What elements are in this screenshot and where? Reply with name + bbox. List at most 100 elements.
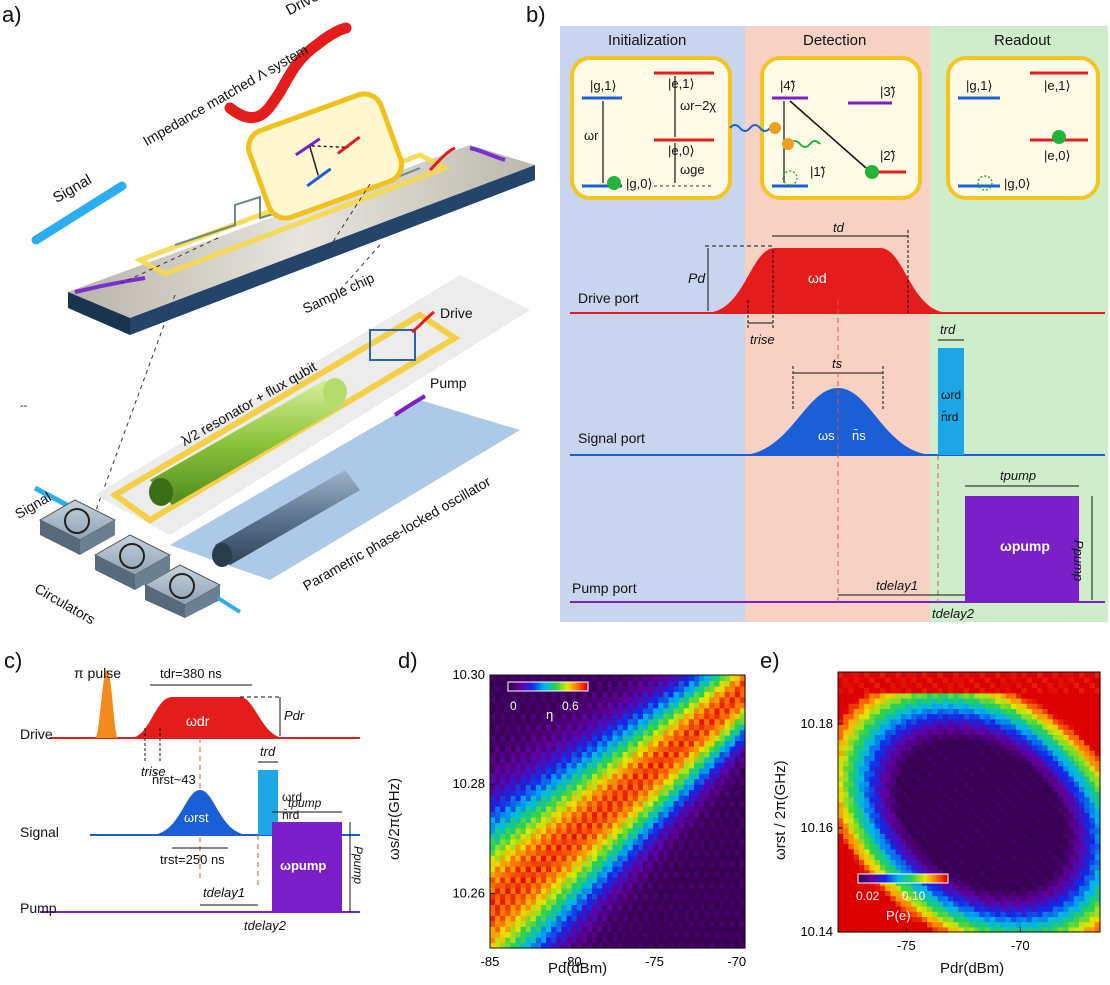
heatmap-cell (699, 937, 705, 944)
heatmap-cell (648, 811, 654, 818)
heatmap-cell (1021, 765, 1028, 772)
heatmap-cell (843, 713, 850, 720)
heatmap-cell (490, 877, 496, 884)
heatmap-cell (979, 718, 986, 725)
heatmap-cell (658, 849, 664, 856)
heatmap-cell (885, 750, 891, 756)
heatmap-cell (1005, 687, 1012, 694)
heatmap-cell (719, 795, 726, 802)
heatmap-cell (927, 776, 933, 782)
heatmap-cell (490, 806, 496, 813)
heatmap-cell (974, 672, 981, 678)
heatmap-cell (838, 729, 844, 735)
heatmap-cell (535, 762, 542, 769)
heatmap-cell (989, 703, 996, 709)
heatmap-cell (597, 926, 603, 933)
heatmap-cell (551, 784, 557, 791)
heatmap-cell (1031, 859, 1038, 865)
heatmap-cell (1021, 900, 1028, 907)
heatmap-cell (597, 877, 603, 884)
heatmap-cell (653, 893, 659, 900)
heatmap-cell (1052, 880, 1059, 886)
heatmap-cell (515, 838, 522, 845)
heatmap-cell (724, 789, 731, 796)
heatmap-cell (704, 778, 710, 785)
heatmap-cell (530, 707, 537, 714)
heatmap-cell (576, 751, 583, 758)
heatmap-cell (937, 729, 944, 735)
heatmap-cell (673, 735, 680, 742)
heatmap-cell (729, 735, 736, 742)
heatmap-cell (622, 713, 629, 720)
heatmap-cell (890, 765, 897, 772)
heatmap-cell (515, 909, 522, 916)
heatmap-cell (874, 718, 881, 725)
heatmap-cell (953, 744, 960, 751)
heatmap-cell (848, 796, 855, 803)
heatmap-cell (838, 880, 844, 886)
heatmap-cell (515, 926, 522, 933)
heatmap-cell (515, 855, 522, 862)
heatmap-cell (979, 677, 986, 683)
heatmap-cell (617, 871, 624, 878)
heatmap-cell (900, 828, 907, 834)
heatmap-cell (704, 882, 710, 889)
heatmap-cell (627, 680, 634, 687)
ws-label: ωs (818, 428, 835, 443)
heatmap-cell (607, 735, 613, 742)
heatmap-cell (890, 812, 897, 819)
heatmap-cell (632, 887, 639, 894)
heatmap-cell (683, 806, 690, 813)
heatmap-cell (995, 786, 1002, 793)
heatmap-cell (592, 773, 598, 780)
heatmap-cell (874, 687, 881, 694)
heatmap-cell (1031, 755, 1038, 761)
heatmap-cell (1084, 885, 1091, 891)
heatmap-cell (663, 784, 670, 791)
c-nrst: n̄rst~43 (152, 772, 196, 787)
heatmap-cell (592, 827, 598, 834)
heatmap-cell (984, 906, 991, 912)
heatmap-cell (1079, 807, 1085, 813)
heatmap-cell (921, 916, 928, 923)
heatmap-cell (561, 849, 568, 856)
heatmap-cell (958, 770, 965, 777)
heatmap-cell (632, 729, 639, 736)
heatmap-cell (586, 920, 593, 927)
heatmap-cell (937, 807, 944, 813)
heatmap-cell (953, 921, 960, 928)
heatmap-cell (699, 756, 705, 763)
heatmap-cell (581, 724, 588, 731)
heatmap-cell (505, 751, 511, 758)
heatmap-cell (556, 735, 562, 742)
heatmap-cell (1068, 885, 1075, 891)
heatmap-cell (592, 718, 598, 725)
heatmap-cell (1031, 750, 1038, 756)
heatmap-cell (724, 702, 731, 709)
heatmap-cell (734, 696, 741, 703)
heatmap-cell (597, 806, 603, 813)
heatmap-cell (653, 675, 659, 682)
heatmap-cell (885, 802, 891, 808)
heatmap-cell (637, 849, 644, 856)
heatmap-cell (617, 866, 624, 873)
heatmap-cell (551, 816, 557, 824)
heatmap-cell (510, 696, 517, 703)
heatmap-cell (843, 828, 850, 834)
heatmap-cell (921, 765, 928, 772)
heatmap-cell (612, 702, 619, 709)
heatmap-cell (989, 677, 996, 683)
heatmap-cell (858, 703, 865, 709)
heatmap-cell (622, 773, 629, 780)
heatmap-cell (1079, 885, 1085, 891)
heatmap-cell (607, 833, 613, 840)
heatmap-cell (490, 849, 496, 856)
heatmap-cell (658, 942, 664, 949)
heatmap-cell (942, 713, 949, 720)
heatmap-cell (874, 729, 881, 735)
heatmap-cell (505, 871, 511, 878)
heatmap-cell (627, 920, 634, 927)
heatmap-cell (843, 692, 850, 699)
heatmap-cell (879, 802, 886, 808)
heatmap-cell (622, 849, 629, 856)
